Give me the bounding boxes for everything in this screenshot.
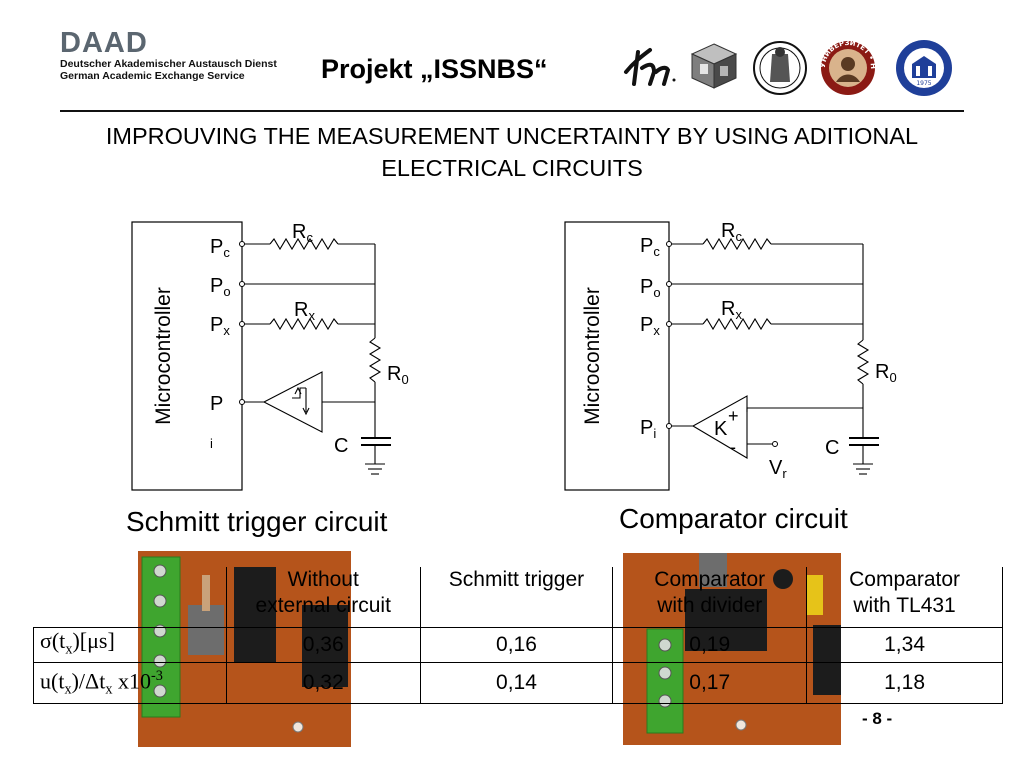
schmitt-trigger-circuit-diagram: Microcontroller Pc Po Px P i Rc Rx R0 [131,221,409,491]
resistor-r0 [368,337,382,383]
pin-pi-sub-label: i [210,436,213,451]
pin-pc-label: Pc [210,236,230,260]
table-corner [34,567,227,628]
comparator-label: K [714,418,728,440]
table-cell: 0,36 [225,626,421,664]
pin-pc-label: Pc [640,235,660,259]
daad-logo-word: DAAD [60,27,148,59]
microcontroller-label: Microcontroller [152,287,175,425]
pin-po-label: Po [210,275,231,299]
microcontroller-block [131,221,243,491]
daad-logo: DAAD Deutscher Akademischer Austausch Di… [60,28,310,90]
resistor-rc [702,237,772,251]
comparator-caption: Comparator circuit [619,503,848,534]
capacitor-label: C [825,437,839,459]
rx-label: Rx [721,298,742,322]
rx-label: Rx [294,299,315,323]
rc-label: Rc [292,221,313,245]
banja-seal-year: 1975 [916,80,931,87]
row-label-sigma: σ(tx)[μs] [33,626,227,664]
table-cell: 0,19 [612,626,808,664]
cube-logo [690,43,738,89]
r0-label: R0 [875,361,897,385]
r0-label: R0 [387,363,409,387]
comparator-circuit-diagram: Microcontroller Pc Po Px Pi K + - Vr Rc … [564,220,897,491]
daad-logo-line-en: German Academic Exchange Service [60,70,245,82]
comparator-minus: - [730,437,736,457]
pin-px-label: Px [640,314,660,338]
nis-university-seal-logo: УНИВЕРЗИТЕТ • НИШ • [819,39,877,95]
table-cell: 1,18 [806,662,1003,705]
page-number: - 8 - [862,709,893,728]
rc-label: Rc [721,220,742,244]
table-cell: 1,34 [806,626,1003,664]
table-cell: 0,16 [419,626,614,664]
col-header-schmitt: Schmitt trigger [419,567,614,628]
resistor-r0 [856,339,870,385]
resistor-rx [702,317,772,331]
resistor-rx [269,317,339,331]
pin-po-label: Po [640,276,661,300]
slide-heading-line1: IMPROUVING THE MEASUREMENT UNCERTAINTY B… [105,123,919,149]
resistor-rc [269,237,339,251]
pin-pi-label: Pi [640,417,656,441]
slide-heading-line2: ELECTRICAL CIRCUITS [381,155,643,181]
schmitt-trigger-buffer [262,371,323,433]
microcontroller-label: Microcontroller [581,287,604,425]
table-row: σ(tx)[μs] 0,36 0,16 0,19 1,34 [33,626,1003,664]
table-cell: 0,14 [419,662,614,705]
university-seal-logo [753,41,807,95]
capacitor-label: C [334,435,348,457]
daad-logo-line-de: Deutscher Akademischer Austausch Dienst [60,58,277,70]
comparator-symbol [691,395,748,459]
header-divider [60,110,964,112]
microcontroller-block [564,221,670,491]
tu-logo [624,48,676,86]
pin-pi-label: P [210,393,223,415]
comparator-plus: + [728,406,739,426]
pin-px-label: Px [210,314,230,338]
partner-logos: УНИВЕРЗИТЕТ • НИШ • 1975 [624,39,952,96]
project-title: Projekt „ISSNBS“ [321,54,548,84]
table-row: u(tx)/Δtx x10-3 0,32 0,14 0,17 1,18 [33,662,1003,705]
row-label-uncertainty: u(tx)/Δtx x10-3 [33,662,227,705]
table-cell: 0,17 [612,662,808,705]
table-cell: 0,32 [225,662,421,705]
schmitt-trigger-caption: Schmitt trigger circuit [126,506,388,537]
vr-label: Vr [769,457,787,481]
slide-heading: IMPROUVING THE MEASUREMENT UNCERTAINTY B… [20,120,1004,184]
banja-luka-university-seal-logo: 1975 [896,40,952,96]
